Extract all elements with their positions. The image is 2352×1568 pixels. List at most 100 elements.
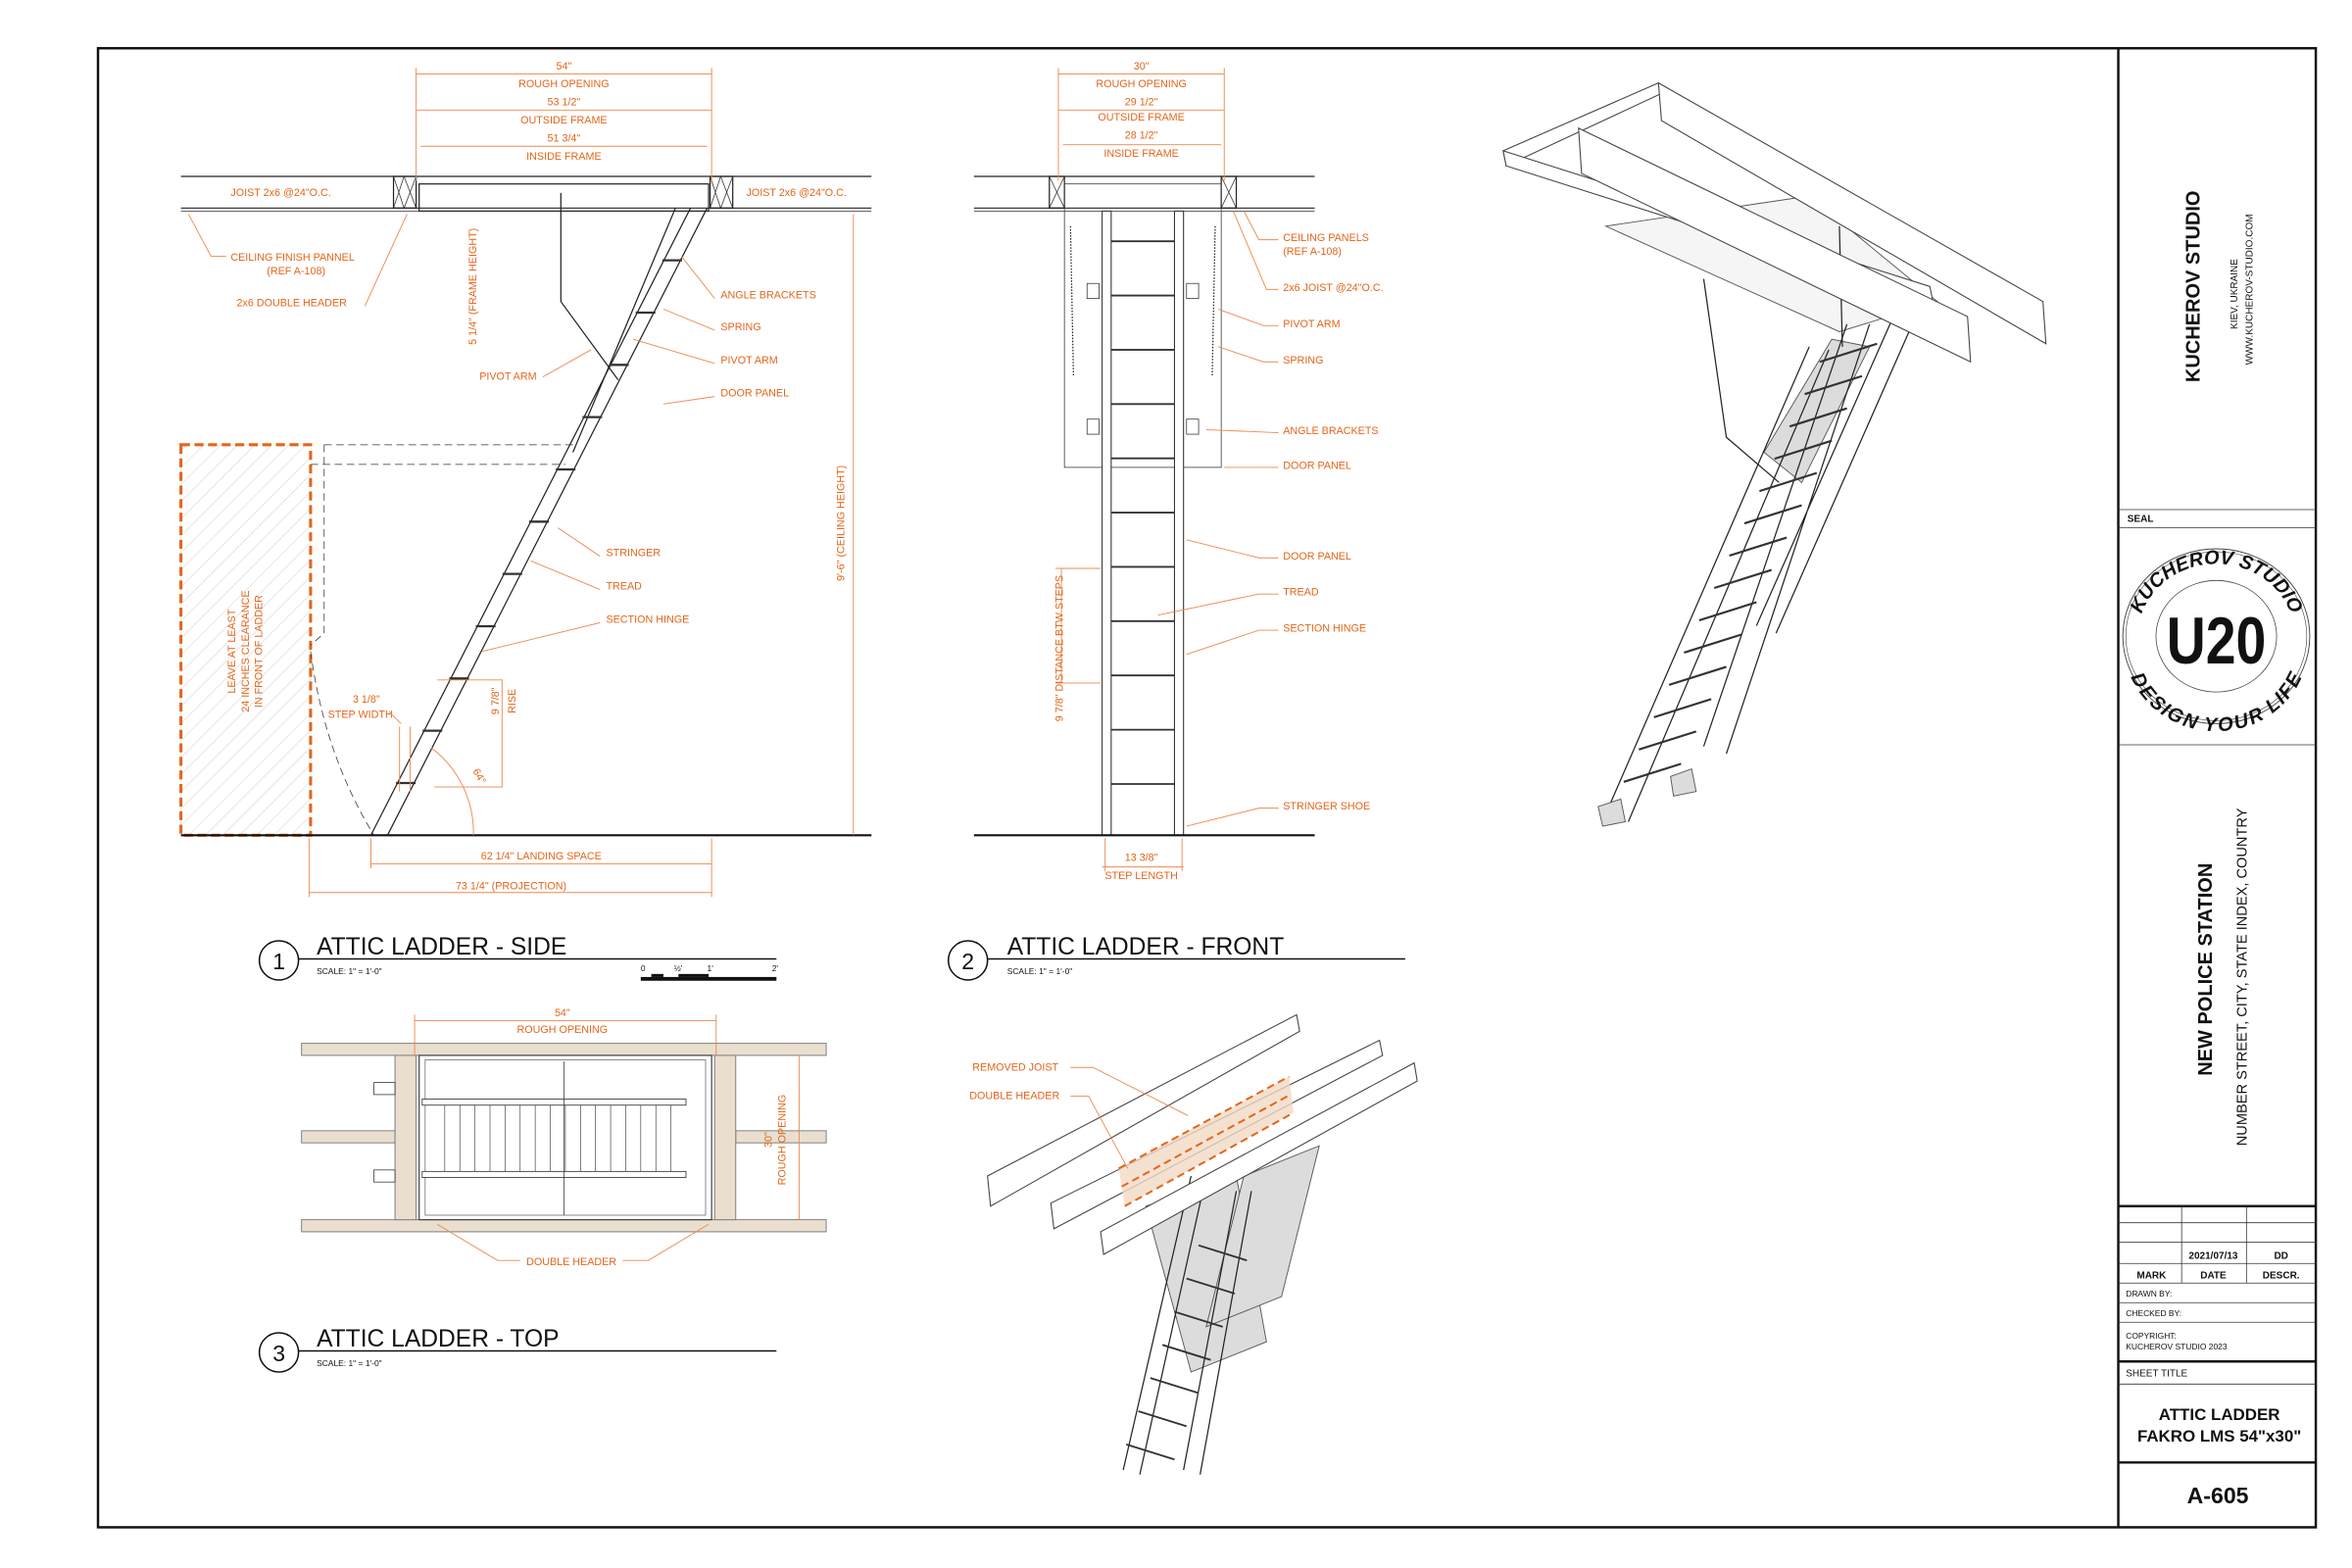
- iso-view-bottom: REMOVED JOIST DOUBLE HEADER: [969, 1013, 1418, 1475]
- view-scale-top: SCALE: 1" = 1'-0": [317, 1358, 382, 1368]
- view-title-top: ATTIC LADDER - TOP: [317, 1326, 559, 1352]
- rung: [1729, 536, 1788, 558]
- label-joist-left: JOIST 2x6 @24"O.C.: [230, 187, 330, 199]
- label-double-header: 2x6 DOUBLE HEADER: [237, 297, 348, 309]
- label-tread: TREAD: [1283, 587, 1319, 599]
- dim-rough-opening-label: ROUGH OPENING: [518, 78, 610, 90]
- rung: [1698, 601, 1757, 621]
- dim-inside-frame-label: INSIDE FRAME: [526, 151, 601, 163]
- side-ladder: [369, 208, 709, 836]
- dim-outside-frame-value: 53 1/2": [548, 97, 581, 109]
- label-section-hinge: SECTION HINGE: [606, 613, 689, 625]
- dim-step-width-value: 3 1/8": [353, 694, 380, 706]
- studio-city: KIEV, UKRAINE: [2230, 259, 2240, 329]
- label-door-panel: DOOR PANEL: [720, 388, 789, 400]
- scale-tick: 0: [641, 963, 646, 973]
- sheet-title-line-1: ATTIC LADDER: [2159, 1405, 2280, 1424]
- label-spring: SPRING: [720, 321, 760, 333]
- pivot-arm: [560, 192, 619, 381]
- scale-bar: 0 ½' 1' 2': [640, 963, 779, 981]
- iso-view-top: [1502, 81, 2047, 827]
- clearance-note-1: LEAVE AT LEAST: [226, 609, 238, 693]
- rung: [1623, 762, 1682, 783]
- header-descr: DESCR.: [2263, 1271, 2300, 1282]
- view-number-1: 1: [272, 949, 285, 974]
- rung: [1174, 1310, 1223, 1328]
- rung: [1186, 1277, 1236, 1295]
- label-ceiling-panels-ref: (REF A-108): [1283, 246, 1342, 258]
- scale-tick: 2': [772, 963, 779, 973]
- clearance-note-3: IN FRONT OF LADDER: [254, 595, 266, 708]
- dim-ceiling-height: 9'-6" (CEILING HEIGHT): [836, 466, 848, 581]
- rung: [1774, 439, 1833, 461]
- label-ceiling-finish-ref: (REF A-108): [267, 266, 325, 277]
- label-ceiling-finish: CEILING FINISH PANNEL: [230, 252, 354, 264]
- dim-outside-frame-value: 29 1/2": [1125, 97, 1158, 109]
- label-double-header: DOUBLE HEADER: [526, 1256, 616, 1268]
- sheet-border: [96, 47, 2318, 1529]
- revision-descr: DD: [2274, 1251, 2287, 1262]
- label-pivot-arm-left: PIVOT ARM: [479, 371, 536, 383]
- label-stringer: STRINGER: [606, 548, 661, 560]
- seal-logo: KUCHEROV STUDIO DESIGN YOUR LIFE U20: [2122, 547, 2311, 736]
- dim-inside-frame-value: 51 3/4": [548, 133, 581, 145]
- label-angle-brackets: ANGLE BRACKETS: [720, 290, 815, 302]
- rung: [1150, 1377, 1200, 1395]
- joist-block-right: [710, 174, 734, 210]
- clearance-zone: [179, 443, 313, 837]
- rung: [1198, 1244, 1248, 1262]
- sheet-title-line-2: FAKRO LMS 54"x30": [2137, 1427, 2301, 1446]
- rung: [1161, 1344, 1211, 1361]
- rung: [1804, 374, 1863, 396]
- dim-rough-opening-label: ROUGH OPENING: [1096, 78, 1187, 90]
- dim-rough-opening-w-label: ROUGH OPENING: [517, 1024, 609, 1036]
- dim-rough-opening-value: 30": [1134, 61, 1150, 73]
- project-address: NUMBER STREET, CITY, STATE INDEX, COUNTR…: [2234, 808, 2250, 1146]
- dim-rough-opening-value: 54": [556, 61, 571, 73]
- checked-by: CHECKED BY:: [2126, 1308, 2181, 1318]
- rung: [1638, 730, 1697, 751]
- sheet-number: A-605: [2187, 1483, 2249, 1508]
- view-title-side: ATTIC LADDER - SIDE: [317, 934, 566, 960]
- label-angle-brackets: ANGLE BRACKETS: [1283, 425, 1378, 437]
- rung: [1743, 504, 1802, 525]
- svg-text:DESIGN YOUR LIFE: DESIGN YOUR LIFE: [2127, 668, 2307, 736]
- header-mark: MARK: [2136, 1271, 2167, 1282]
- dim-rise-label: RISE: [507, 689, 518, 713]
- view-title-front: ATTIC LADDER - FRONT: [1007, 934, 1285, 960]
- dim-angle: 64°: [469, 766, 488, 786]
- dim-frame-height: 5 1/4" (FRAME HEIGHT): [467, 228, 479, 345]
- front-view: 30" ROUGH OPENING 29 1/2" OUTSIDE FRAME …: [947, 61, 1405, 981]
- rung: [1653, 698, 1712, 718]
- top-ladder: [421, 1061, 687, 1215]
- iso-ladder: [1125, 1244, 1248, 1461]
- label-stringer-shoe: STRINGER SHOE: [1283, 801, 1370, 812]
- label-joist: 2x6 JOIST @24"O.C.: [1283, 282, 1383, 294]
- view-scale-side: SCALE: 1" = 1'-0": [317, 966, 382, 976]
- dim-step-length-value: 13 3/8": [1125, 852, 1158, 863]
- label-pivot-arm-right: PIVOT ARM: [720, 355, 777, 367]
- rung: [1713, 568, 1773, 590]
- rung: [1819, 342, 1878, 364]
- rung: [1788, 407, 1847, 428]
- dim-step-width-label: STEP WIDTH: [328, 709, 393, 720]
- front-ladder: [1102, 210, 1185, 836]
- copyright-label: COPYRIGHT:: [2126, 1331, 2177, 1341]
- title-block: KUCHEROV STUDIO KIEV, UKRAINE WWW.KUCHER…: [2118, 191, 2317, 1508]
- view-scale-front: SCALE: 1" = 1'-0": [1007, 966, 1073, 976]
- top-view: 54" ROUGH OPENING 30" ROUGH OPENING DOUB…: [258, 1007, 827, 1373]
- rung: [1668, 665, 1727, 686]
- label-spring: SPRING: [1283, 355, 1323, 367]
- door-panel: [1063, 183, 1222, 468]
- view-number-2: 2: [961, 949, 974, 974]
- rung: [1684, 633, 1742, 654]
- seal-label: SEAL: [2128, 514, 2154, 524]
- sheet-title-label: SHEET TITLE: [2126, 1369, 2187, 1380]
- copyright-value: KUCHEROV STUDIO 2023: [2126, 1342, 2228, 1351]
- dim-inside-frame-value: 28 1/2": [1125, 130, 1158, 142]
- view-number-3: 3: [272, 1341, 285, 1366]
- scale-tick: ½': [674, 963, 683, 973]
- iso-ladder-top: [1623, 342, 1878, 783]
- project-name: NEW POLICE STATION: [2195, 863, 2217, 1076]
